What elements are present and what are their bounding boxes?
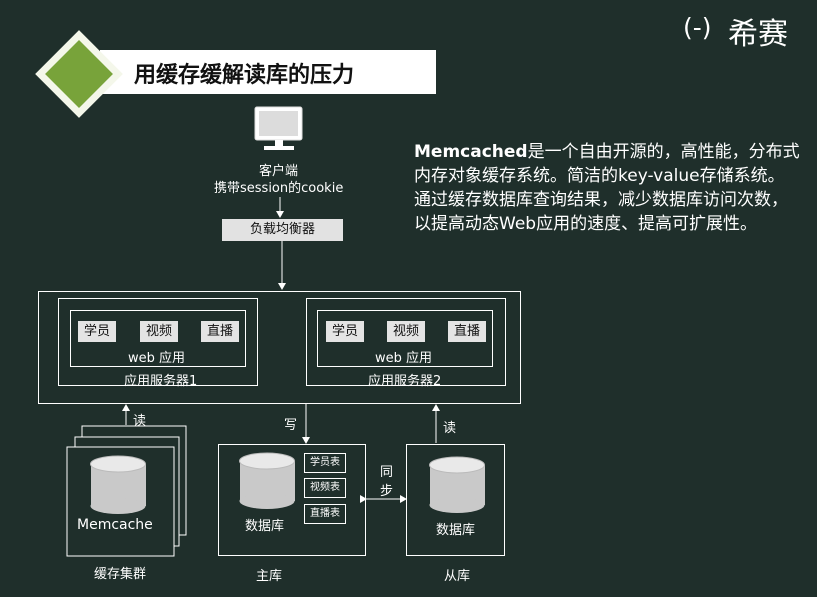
title-bar (100, 50, 436, 94)
app-server-label-2: 应用服务器2 (368, 374, 442, 389)
master-caption: 主库 (256, 569, 283, 584)
web-app-label-2: web 应用 (375, 351, 433, 366)
chip-live-1: 直播 (201, 321, 239, 342)
memcache-cylinder-icon (90, 455, 146, 514)
table-videos: 视频表 (304, 478, 346, 498)
app-server-label-1: 应用服务器1 (124, 374, 198, 389)
web-app-2 (317, 310, 493, 367)
web-app-1 (70, 310, 246, 367)
description-line1: 是一个自由开源的，高性能，分布式 (527, 142, 800, 162)
web-app-label-1: web 应用 (128, 351, 186, 366)
chip-student-2: 学员 (326, 321, 364, 342)
write-label: 写 (284, 418, 298, 433)
sync-label: 同 步 (380, 465, 394, 499)
chip-live-2: 直播 (448, 321, 486, 342)
load-balancer: 负载均衡器 (222, 219, 343, 241)
description-term: Memcached (414, 142, 528, 162)
app-server-2 (306, 298, 506, 386)
master-db-label: 数据库 (245, 519, 285, 534)
memcache-label: Memcache (77, 517, 153, 533)
description-line2: 内存对象缓存系统。简洁的key-value存储系统。 (414, 166, 785, 186)
master-db-cylinder-icon (239, 452, 295, 509)
client-label: 客户端 (259, 164, 299, 179)
slave-db-label: 数据库 (436, 523, 476, 538)
cache-cluster-caption: 缓存集群 (94, 567, 147, 582)
chip-video-1: 视频 (140, 321, 178, 342)
chip-student-1: 学员 (78, 321, 116, 342)
logo-icon: (-) (683, 13, 712, 42)
slave-db-cylinder-icon (429, 456, 485, 513)
client-sublabel: 携带session的cookie (214, 181, 344, 196)
description-line4: 以提高动态Web应用的速度、提高可扩展性。 (414, 214, 758, 234)
slave-caption: 从库 (444, 569, 471, 584)
logo-text: 希赛 (728, 17, 788, 52)
read-right-label: 读 (443, 421, 457, 436)
description-line3: 通过缓存数据库查询结果，减少数据库访问次数， (414, 190, 788, 210)
app-server-1 (58, 298, 258, 386)
computer-icon (254, 106, 303, 150)
table-live: 直播表 (304, 504, 346, 524)
read-left-label: 读 (133, 414, 147, 429)
server-cluster (38, 291, 521, 404)
slave-db-box (406, 444, 505, 556)
master-db-box (218, 444, 366, 556)
description: Memcached是一个自由开源的，高性能，分布式 内存对象缓存系统。简洁的ke… (414, 140, 810, 236)
page-title: 用缓存缓解读库的压力 (134, 63, 355, 88)
table-students: 学员表 (304, 453, 346, 473)
chip-video-2: 视频 (387, 321, 425, 342)
